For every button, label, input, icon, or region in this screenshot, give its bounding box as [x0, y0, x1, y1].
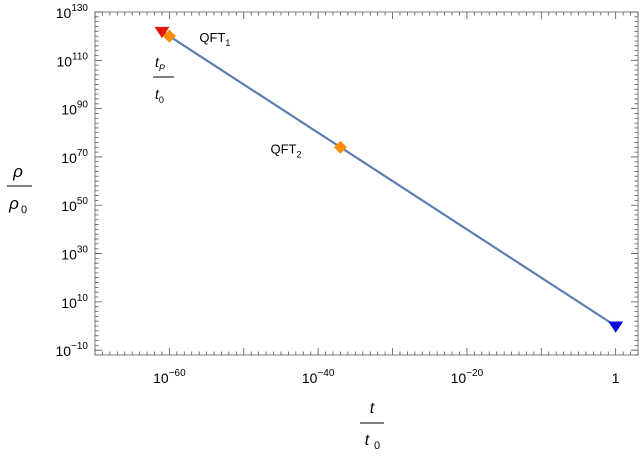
y-axis-label: ρ ρ 0: [7, 162, 32, 216]
y-label-denominator: ρ: [8, 194, 19, 213]
x-axis-label: t t 0: [360, 400, 384, 452]
y-tick-label: 1070: [61, 148, 88, 166]
annotation-tp-over-t0: tP t0: [152, 54, 174, 105]
series: [161, 30, 617, 327]
plot-frame-rect: [94, 11, 639, 356]
minor-tick-marks: [94, 11, 639, 356]
triangle-marker: [608, 321, 624, 333]
annotations: tP t0: [152, 54, 174, 105]
x-ticks: 10−60 10−40 10−20 1: [153, 368, 620, 386]
annotation-numerator: tP: [155, 54, 165, 73]
y-tick-label: 10110: [56, 51, 88, 69]
marker-label: QFT2: [270, 141, 301, 159]
marker-label: QFT1: [199, 30, 230, 48]
diamond-marker: [162, 29, 176, 43]
y-tick-label: 1050: [61, 196, 88, 214]
y-label-numerator: ρ: [12, 162, 23, 181]
x-label-denominator-subscript: 0: [374, 440, 380, 452]
x-tick-label: 10−40: [302, 368, 335, 386]
y-label-denominator-subscript: 0: [21, 204, 27, 216]
x-tick-label: 10−20: [451, 368, 484, 386]
x-label-denominator: t: [365, 432, 370, 449]
series-line: [161, 30, 617, 327]
y-ticks: 10−10 1010 1030 1050 1070 1090 10110 10130: [55, 3, 88, 359]
y-tick-label: 10−10: [55, 341, 88, 359]
x-tick-label: 1: [612, 370, 620, 386]
plot-frame: [94, 11, 639, 356]
annotation-denominator: t0: [155, 86, 164, 105]
minor-ticks: [94, 11, 639, 356]
x-label-numerator: t: [370, 400, 375, 417]
y-tick-label: 10130: [56, 3, 89, 21]
y-tick-label: 1030: [61, 245, 88, 263]
triangle-marker: [154, 26, 170, 39]
diamond-marker: [333, 140, 347, 154]
y-tick-label: 1010: [61, 293, 88, 311]
y-tick-label: 1090: [61, 100, 88, 118]
x-tick-label: 10−60: [153, 368, 186, 386]
